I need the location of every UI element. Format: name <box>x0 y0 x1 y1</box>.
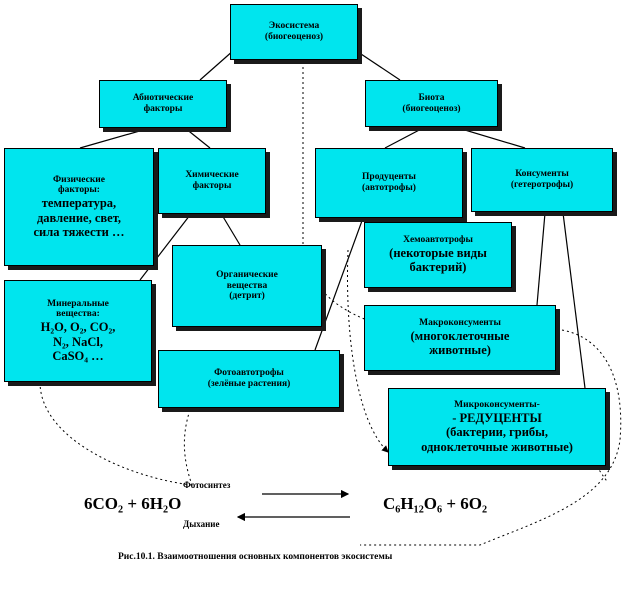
dashed-mineral-loop <box>39 381 193 486</box>
link-chemical-organic <box>221 214 241 246</box>
link-ecosystem-biota <box>357 51 401 81</box>
link-producers-photo <box>314 217 364 351</box>
link-consumers-macro <box>536 212 546 306</box>
node-ecosystem[interactable]: Экосистема (биогеоценоз) <box>230 4 358 60</box>
node-mineral-formula3: CaSO₄ … <box>52 349 104 364</box>
node-chemo-line1: Хемоавтотрофы <box>403 235 473 246</box>
link-biota-producers <box>384 126 426 149</box>
node-chemo-line3: бактерий) <box>409 260 467 275</box>
node-physical-line4: давление, свет, <box>36 210 122 225</box>
node-ecosystem-line2: (биогеоценоз) <box>264 32 324 42</box>
node-microconsumers[interactable]: Микроконсументы- - РЕДУЦЕНТЫ (бактерии, … <box>388 388 606 466</box>
node-organic-line1: Органические <box>216 269 278 280</box>
node-chemical-line2: факторы <box>192 181 232 191</box>
node-micro-line3: (бактерии, грибы, <box>445 425 549 440</box>
node-mineral-title1: Минеральные <box>47 298 109 309</box>
node-biota[interactable]: Биота (биогеоценоз) <box>365 80 498 127</box>
node-organic-line3: (детрит) <box>229 291 265 302</box>
node-consumers[interactable]: Консументы (гетеротрофы) <box>471 148 613 212</box>
dashed-photo-photosynthesis <box>183 409 193 486</box>
node-organic-line2: вещества <box>226 280 268 291</box>
node-macroconsumers[interactable]: Макроконсументы (многоклеточные животные… <box>364 305 556 371</box>
label-respiration: Дыхание <box>183 519 220 529</box>
node-chemical[interactable]: Химические факторы <box>158 148 266 214</box>
node-consumers-line2: (гетеротрофы) <box>510 180 574 190</box>
node-physical[interactable]: Физические факторы: температура, давлени… <box>4 148 154 266</box>
node-ecosystem-line1: Экосистема <box>268 21 320 32</box>
node-abiotic-line2: факторы <box>143 104 183 114</box>
link-abiotic-chemical <box>184 127 211 149</box>
link-producers-chemo <box>389 217 401 223</box>
node-producers-line2: (автотрофы) <box>362 183 416 193</box>
formula-right: C₆H₁₂O₆ + 6O₂ <box>383 494 488 513</box>
node-micro-line2: - РЕДУЦЕНТЫ <box>452 410 542 425</box>
node-producers-line1: Продуценты <box>362 172 416 183</box>
node-physical-line5: сила тяжести … <box>33 225 125 240</box>
node-mineral-title2: вещества: <box>56 309 100 320</box>
node-organic[interactable]: Органические вещества (детрит) <box>172 245 322 327</box>
link-chemical-mineral <box>139 214 191 281</box>
figure-caption: Рис.10.1. Взаимоотношения основных компо… <box>118 552 393 562</box>
node-macro-line2: (многоклеточные <box>410 329 510 344</box>
label-photosynthesis: Фотосинтез <box>183 480 231 490</box>
node-micro-line1: Микроконсументы- <box>454 399 540 410</box>
node-mineral[interactable]: Минеральные вещества: H₂O, O₂, CO₂, N₂, … <box>4 280 152 382</box>
node-mineral-formula1: H₂O, O₂, CO₂, <box>40 320 116 335</box>
node-chemo-line2: (некоторые виды <box>389 246 487 261</box>
node-consumers-line1: Консументы <box>515 169 569 180</box>
link-ecosystem-abiotic <box>199 49 235 81</box>
node-biota-line2: (биогеоценоз) <box>402 103 461 114</box>
node-micro-line4: одноклеточные животные) <box>421 439 573 454</box>
node-abiotic-line1: Абиотические <box>132 93 194 104</box>
node-physical-line2: факторы: <box>58 185 100 196</box>
formula-left: 6CO₂ + 6H₂O <box>84 494 182 513</box>
link-abiotic-physical <box>79 127 151 149</box>
node-physical-line1: Физические <box>53 174 105 185</box>
node-producers[interactable]: Продуценты (автотрофы) <box>315 148 463 218</box>
node-abiotic[interactable]: Абиотические факторы <box>99 80 227 128</box>
node-physical-line3: температура, <box>41 196 117 211</box>
node-photoautotrophs[interactable]: Фотоавтотрофы (зелёные растения) <box>158 350 340 408</box>
node-photo-line1: Фотоавтотрофы <box>214 368 284 379</box>
node-macro-line1: Макроконсументы <box>419 318 501 329</box>
link-consumers-micro <box>562 212 586 389</box>
node-biota-line1: Биота <box>418 92 445 103</box>
node-photo-line2: (зелёные растения) <box>207 379 291 389</box>
node-mineral-formula2: N₂, NaCl, <box>53 334 103 349</box>
node-chemoautotrophs[interactable]: Хемоавтотрофы (некоторые виды бактерий) <box>364 222 512 288</box>
node-chemical-line1: Химические <box>185 170 239 181</box>
node-macro-line3: животные) <box>429 343 491 358</box>
link-biota-consumers <box>454 126 526 149</box>
